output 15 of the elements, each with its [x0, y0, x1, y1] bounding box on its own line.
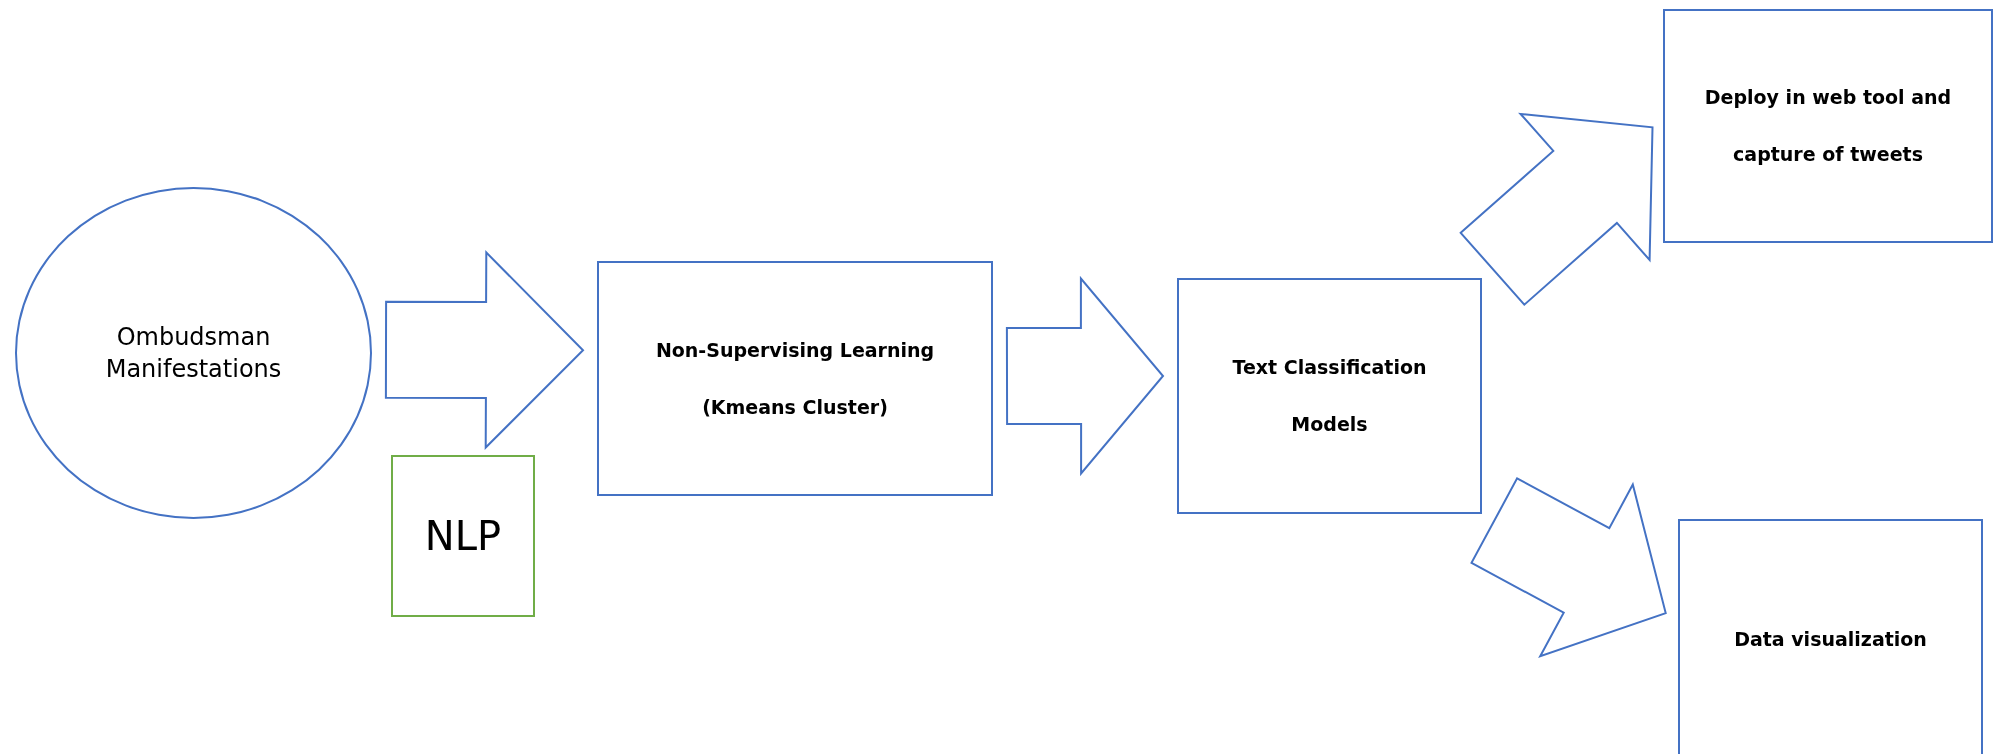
process-box — [1177, 278, 1482, 514]
node-label: Ombudsman Manifestations — [104, 321, 283, 385]
node-label: Deploy in web tool and capture of tweets — [1703, 85, 1953, 167]
process-box — [1678, 519, 1983, 754]
block-arrow — [384, 250, 585, 450]
block-arrow — [1005, 275, 1165, 477]
node-label: Non-Supervising Learning (Kmeans Cluster) — [654, 337, 936, 420]
node-label: Data visualization — [1734, 626, 1927, 652]
node-label: Text Classification Models — [1231, 355, 1428, 437]
node-label: NLP — [424, 512, 502, 560]
block-arrow — [1459, 112, 1654, 307]
process-box — [1663, 9, 1993, 243]
block-arrow — [1470, 477, 1667, 658]
process-box — [391, 455, 535, 617]
process-box — [597, 261, 993, 496]
